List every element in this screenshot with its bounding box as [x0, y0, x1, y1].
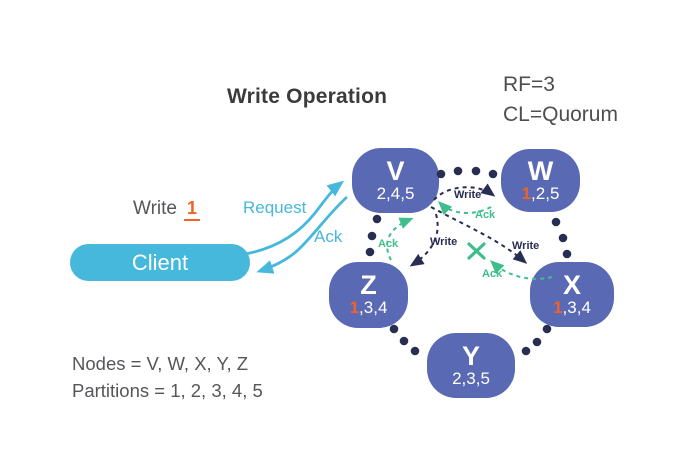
legend-partitions: Partitions = 1, 2, 3, 4, 5 [72, 380, 263, 401]
node-v-partitions: 2,4,5 [377, 184, 415, 204]
node-z-letter: Z [360, 270, 377, 300]
node-w-partitions: 1,2,5 [522, 184, 560, 204]
node-w-letter: W [527, 155, 554, 186]
client-label: Client [131, 249, 189, 275]
write-instruction-value: 1 [183, 198, 200, 221]
failed-ack-icon [467, 242, 486, 260]
node-v-letter: V [386, 155, 405, 186]
node-y-partitions: 2,3,5 [452, 369, 490, 389]
request-label: Request [243, 198, 307, 217]
node-x: X 1,3,4 [530, 262, 614, 327]
legend-nodes: Nodes = V, W, X, Y, Z [72, 353, 249, 374]
write-label-v-x: Write [512, 240, 540, 252]
write-instruction: Write 1 [133, 198, 200, 221]
legend: Nodes = V, W, X, Y, Z Partitions = 1, 2,… [72, 350, 263, 404]
ack-label-x-v: Ack [482, 268, 503, 280]
node-y: Y 2,3,5 [427, 333, 515, 398]
page-title: Write Operation [227, 85, 388, 108]
node-w-partition-highlight: 1 [521, 183, 532, 203]
node-x-letter: X [562, 269, 581, 300]
node-x-partitions: 1,3,4 [553, 298, 591, 318]
node-z-partition-highlight: 1 [349, 298, 360, 317]
node-v: V 2,4,5 [352, 148, 439, 213]
node-z: Z 1,3,4 [329, 262, 408, 328]
node-w: W 1,2,5 [501, 149, 580, 212]
cl-label: CL=Quorum [503, 103, 618, 126]
node-v-partition-rest: 2,4,5 [376, 183, 415, 203]
client-node: Client [70, 244, 250, 281]
write-instruction-prefix: Write [133, 198, 177, 219]
node-z-partition-rest: ,3,4 [359, 298, 388, 317]
ack-label-w-v: Ack [475, 209, 496, 221]
node-x-partition-rest: ,3,4 [562, 297, 591, 317]
node-y-partition-rest: 2,3,5 [452, 368, 490, 388]
rf-label: RF=3 [503, 73, 555, 96]
node-x-partition-highlight: 1 [553, 297, 563, 317]
client-ack-label: Ack [314, 227, 343, 246]
ack-label-z-v: Ack [378, 238, 399, 250]
write-label-v-z: Write [430, 236, 458, 248]
node-z-partitions: 1,3,4 [350, 298, 388, 318]
node-w-partition-rest: ,2,5 [531, 183, 560, 203]
replication-config: RF=3 CL=Quorum [503, 70, 618, 130]
node-y-letter: Y [461, 340, 480, 371]
write-label-v-w: Write [454, 189, 482, 201]
